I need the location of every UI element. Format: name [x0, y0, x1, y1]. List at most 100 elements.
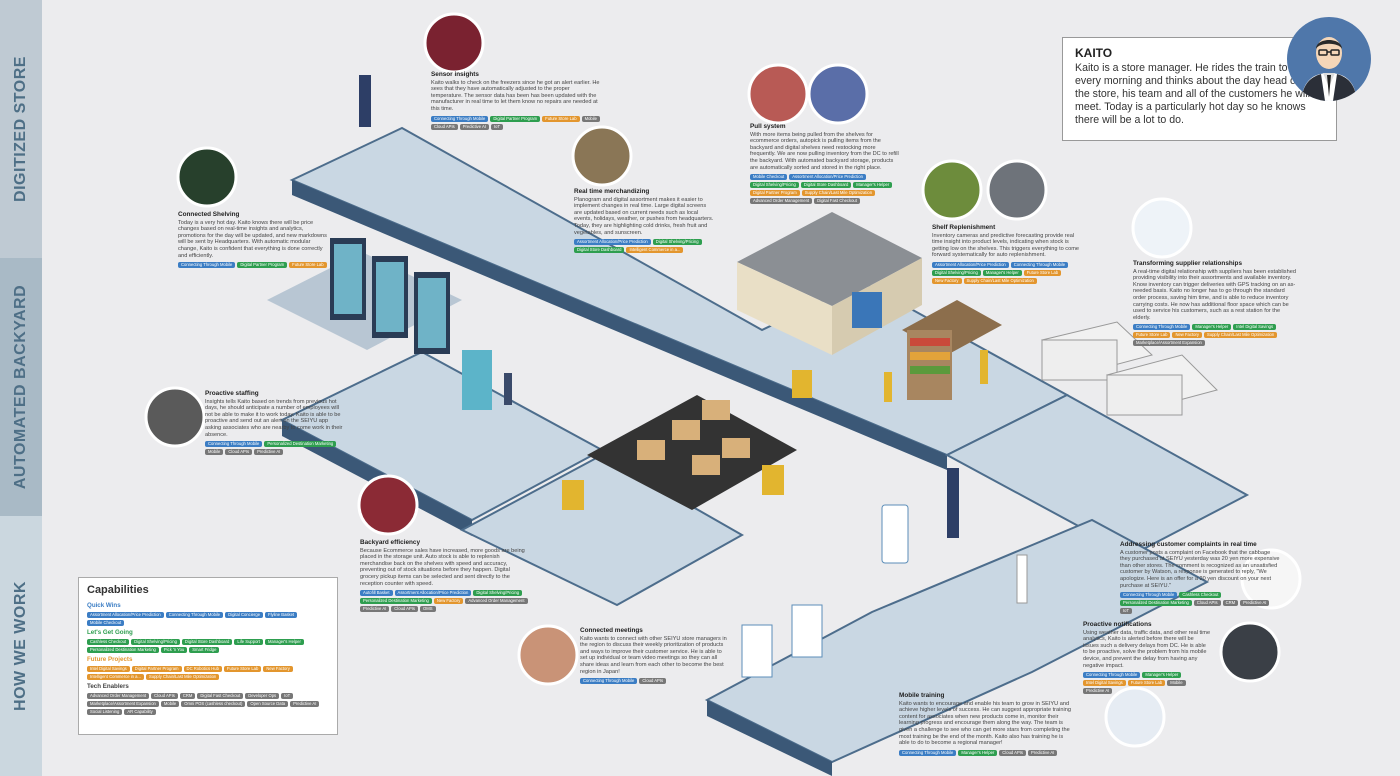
- capability-tag: Connecting Through Mobile: [178, 262, 236, 269]
- story-connected-shelving: Connected Shelving Today is a very hot d…: [178, 211, 328, 269]
- capability-tag: Predictive AI: [254, 449, 284, 456]
- capabilities-legend: Capabilities Quick Wins Assortment Alloc…: [78, 577, 338, 735]
- capability-tag: Personalized Destination Marketing: [87, 647, 159, 653]
- story-backyard-efficiency: Backyard efficiency Because Ecommerce sa…: [360, 539, 530, 613]
- capability-tag: Digital Fast Checkout: [814, 198, 860, 205]
- capability-tag: Supply Chain/Last Mile Optimization: [801, 190, 876, 197]
- capability-tag: Cloud APIs: [151, 693, 178, 699]
- tag-list: Assortment Allocation/Price Prediction D…: [574, 239, 714, 254]
- conveyor-area: [562, 370, 812, 510]
- capability-tag: Personalized Destination Marketing: [1120, 600, 1192, 607]
- capability-tag: Advanced Order Management: [750, 198, 813, 205]
- tag-list: Connecting Through Mobile Digital Partne…: [431, 115, 601, 130]
- capability-tag: Digital Shelving/Pricing: [652, 239, 702, 246]
- tag-list: Connecting Through Mobile Cashless Check…: [1120, 592, 1280, 615]
- capability-tag: Personalized Destination Marketing: [264, 441, 337, 448]
- capability-tag: Intel Digital Savings: [87, 666, 130, 672]
- capability-tag: Connecting Through Mobile: [899, 749, 957, 756]
- capability-group-lets-get-going: Let's Get Going Cashless Checkout Digita…: [87, 629, 329, 653]
- capability-tag: Mobile Checkout: [750, 174, 788, 181]
- kaito-avatar: [1287, 17, 1371, 101]
- capability-tag: Cloud APIs: [639, 678, 667, 685]
- capability-tag: Connecting Through Mobile: [431, 115, 489, 122]
- capability-tag: Digital Partner Program: [131, 666, 182, 672]
- capability-tag: AR Capability: [124, 709, 156, 715]
- capability-tag: Digital Partner Program: [490, 115, 541, 122]
- capability-tag: Intel Digital Savings: [1083, 680, 1126, 687]
- capability-tag: Connecting Through Mobile: [1010, 261, 1069, 268]
- capability-tag: Assortment Allocation/Price Prediction: [394, 590, 472, 597]
- capability-tag: Supply Chain/Last Mile Optimization: [963, 277, 1037, 284]
- tag-list: Connecting Through Mobile Manager's Help…: [1083, 672, 1211, 695]
- tag-list: Assortment Allocation/Price Prediction C…: [87, 612, 329, 626]
- capability-tag: Cloud APIs: [391, 606, 418, 613]
- capability-tag: Life Support: [234, 639, 263, 645]
- capability-tag: Connecting Through Mobile: [205, 441, 263, 448]
- section-digitized-store: DIGITIZED STORE: [0, 0, 42, 258]
- capability-tag: Future Store Lab: [223, 666, 262, 672]
- capability-tag: OMS: [420, 606, 436, 613]
- capability-tag: IoT: [491, 123, 504, 130]
- capability-tag: Cloud APIs: [1193, 600, 1221, 607]
- capability-tag: Connecting Through Mobile: [1120, 592, 1178, 599]
- capability-tag: Social Listening: [87, 709, 123, 715]
- capability-tag: IoT: [281, 693, 294, 699]
- capability-tag: Manager's Helper: [1192, 324, 1232, 331]
- capability-tag: Predictive AI: [360, 606, 390, 613]
- capability-tag: Cloud APIs: [999, 749, 1027, 756]
- tag-list: Advanced Order Management Cloud APIs CRM…: [87, 693, 329, 715]
- section-how-we-work: HOW WE WORK: [0, 516, 42, 776]
- story-transforming-supplier-relationships: Transforming supplier relationships A re…: [1133, 260, 1298, 347]
- capability-tag: Cashless Checkout: [1179, 592, 1222, 599]
- capability-tag: Connecting Through Mobile: [1133, 324, 1191, 331]
- freezer-aisle: [267, 238, 492, 410]
- capability-tag: Connecting Through Mobile: [580, 678, 638, 685]
- capability-tag: Assortment Allocation/Price Prediction: [789, 174, 866, 181]
- capability-tag: Digital Concierge: [225, 612, 264, 618]
- capability-tag: Intel Digital Savings: [1233, 324, 1277, 331]
- warehouse-building: [737, 212, 922, 355]
- story-connected-meetings: Connected meetings Kaito wants to connec…: [580, 627, 730, 685]
- capability-tag: Digital Store Dashboard: [800, 182, 852, 189]
- tag-list: Cashless Checkout Digital Shelving/Prici…: [87, 639, 329, 653]
- story-shelf-replenishment: Shelf Replenishment Inventory cameras an…: [932, 224, 1082, 284]
- capability-tag: Future Store Lab: [1023, 269, 1062, 276]
- capability-tag: Predictive AI: [1240, 600, 1270, 607]
- capability-tag: Future Store Lab: [1133, 332, 1171, 339]
- story-proactive-staffing: Proactive staffing Insights tells Kaito …: [205, 390, 345, 456]
- capability-tag: Manager's Helper: [853, 182, 893, 189]
- tag-list: Connecting Through Mobile Digital Partne…: [178, 262, 328, 269]
- story-mobile-training: Mobile training Kaito wants to encourage…: [899, 692, 1071, 756]
- capability-group-quick-wins: Quick Wins Assortment Allocation/Price P…: [87, 602, 329, 626]
- capability-tag: Digital Store Dashboard: [574, 247, 625, 254]
- capability-tag: Cloud APIs: [431, 123, 458, 130]
- tag-list: Autofill Basket Assortment Allocation/Pr…: [360, 590, 530, 613]
- story-pull-system: Pull system With more items being pulled…: [750, 123, 899, 205]
- capability-tag: Open Source Data: [247, 701, 289, 707]
- capability-tag: Digital Shelving/Pricing: [473, 590, 523, 597]
- story-thumbnails: [144, 12, 1302, 748]
- capability-tag: Mobile: [205, 449, 224, 456]
- tag-list: Connecting Through Mobile Manager's Help…: [1133, 324, 1298, 347]
- kaito-name: KAITO: [1075, 46, 1113, 60]
- capability-tag: Predictive AI: [290, 701, 320, 707]
- manager-portrait-icon: [1301, 37, 1357, 101]
- capability-group-tech-enablers: Tech Enablers Advanced Order Management …: [87, 683, 329, 715]
- tag-list: Connecting Through Mobile Cloud APIs: [580, 678, 730, 685]
- isometric-store-scene: [144, 12, 1302, 776]
- capability-tag: Predictive AI: [1028, 749, 1058, 756]
- capability-tag: Autofill Basket: [360, 590, 393, 597]
- capability-tag: Flyline Basket: [265, 612, 298, 618]
- capability-tag: Supply Chain/Last Mile Optimization: [145, 674, 220, 680]
- capability-tag: DC Robotics Hub: [183, 666, 222, 672]
- capability-tag: Connecting Through Mobile: [1083, 672, 1141, 679]
- capability-tag: Intelligent Commerce in a...: [87, 674, 144, 680]
- capability-tag: Advanced Order Management: [87, 693, 150, 699]
- capability-tag: Predictive AI: [459, 123, 489, 130]
- capability-tag: New Factory: [263, 666, 293, 672]
- produce-shelf: [902, 300, 1002, 400]
- capability-tag: Digital Shelving/Pricing: [131, 639, 180, 645]
- story-addressing-customer-complaints: Addressing customer complaints in real t…: [1120, 541, 1280, 615]
- story-sensor-insights: Sensor insights Kaito walks to check on …: [431, 71, 601, 130]
- capability-tag: Future Store Lab: [1127, 680, 1166, 687]
